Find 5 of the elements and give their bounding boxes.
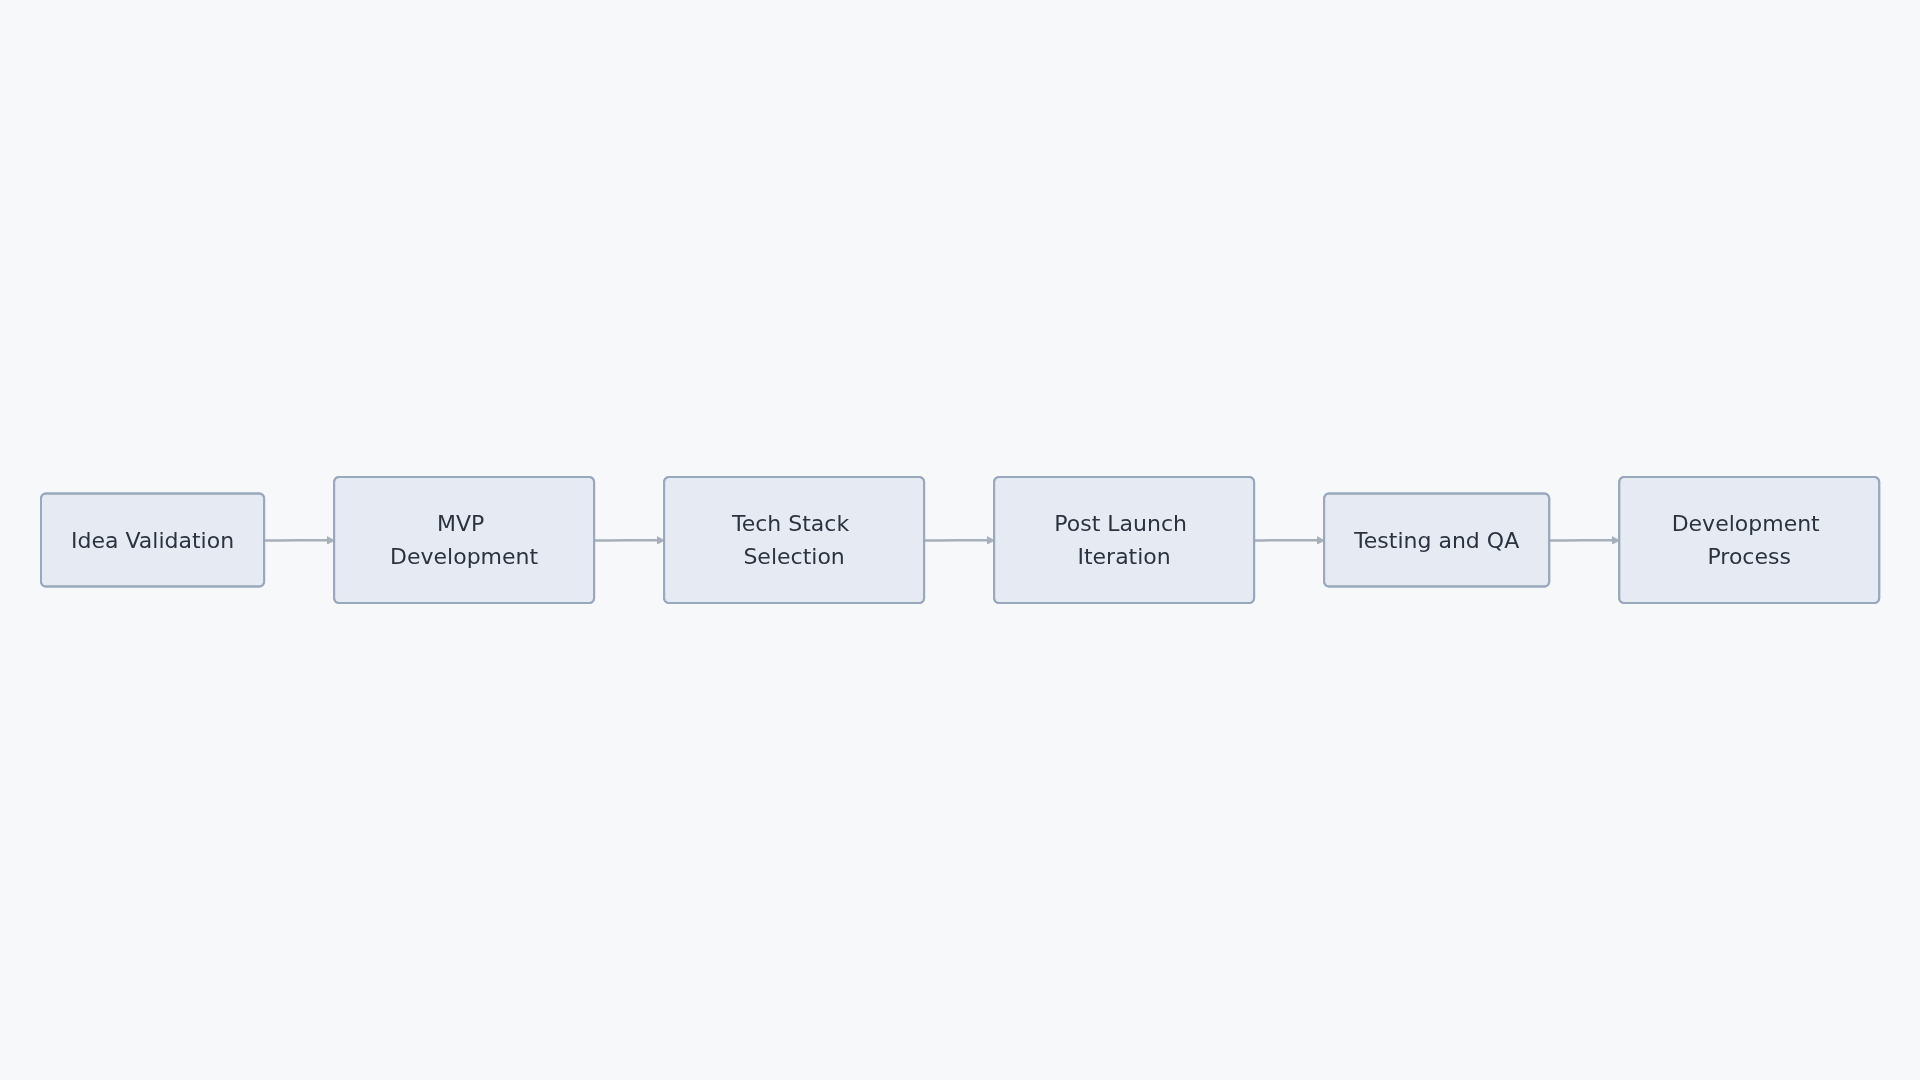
arrow [1254, 536, 1325, 545]
arrow [264, 536, 335, 545]
arrow [594, 536, 665, 545]
arrow [1549, 536, 1620, 545]
arrow [924, 536, 995, 545]
